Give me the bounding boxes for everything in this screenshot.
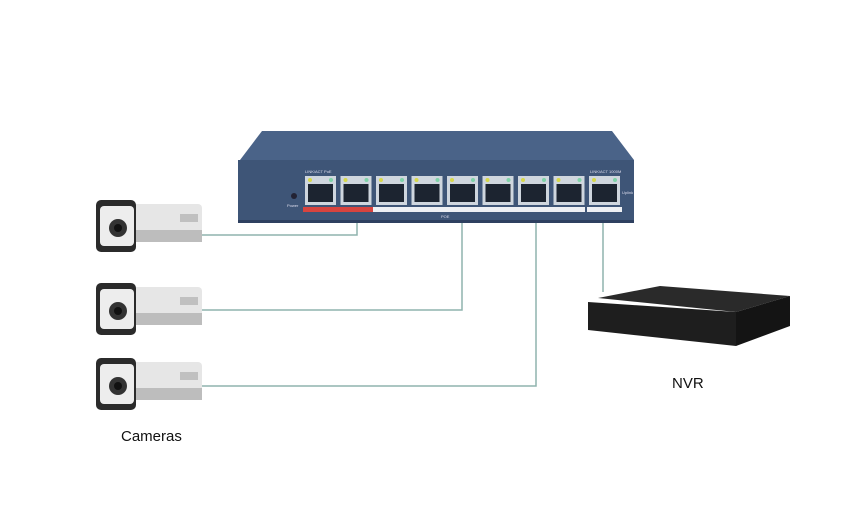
poe-label: POE (441, 214, 450, 219)
poe-led-icon (613, 178, 617, 182)
link-led-icon (308, 178, 312, 182)
poe-led-icon (400, 178, 404, 182)
link-led-icon (556, 178, 561, 182)
link-led-icon (343, 178, 348, 182)
uplink-label: Uplink (622, 190, 634, 195)
ethernet-port (376, 176, 407, 205)
ethernet-port (447, 176, 478, 205)
poe-led-icon (577, 178, 582, 182)
nvr-label: NVR (672, 375, 704, 392)
link-led-icon (592, 178, 596, 182)
poe-led-icon (364, 178, 369, 182)
link-act-1000m-label: LINK/ACT 1000M (590, 169, 622, 174)
poe-switch (238, 131, 634, 223)
poe-led-icon (435, 178, 440, 182)
poe-led-icon (506, 178, 511, 182)
link-led-icon (450, 178, 454, 182)
ethernet-port (340, 176, 372, 205)
poe-led-icon (329, 178, 333, 182)
cable-camera-2 (200, 205, 463, 311)
power-led-icon (291, 193, 297, 199)
camera-icon (96, 358, 202, 410)
cameras-label: Cameras (121, 428, 182, 445)
camera-icon (96, 200, 202, 252)
link-led-icon (379, 178, 383, 182)
ethernet-port (482, 176, 514, 205)
link-led-icon (414, 178, 419, 182)
poe-bar (303, 207, 373, 212)
ethernet-port (411, 176, 443, 205)
power-label: Power (287, 203, 299, 208)
link-led-icon (485, 178, 490, 182)
poe-led-icon (542, 178, 546, 182)
poe-led-icon (471, 178, 475, 182)
ethernet-port (305, 176, 336, 205)
nvr-device (588, 286, 790, 346)
ethernet-port (553, 176, 585, 205)
link-act-poe-label: LINK/ACT PoE (305, 169, 332, 174)
cable-camera-3 (200, 205, 537, 387)
ethernet-port (518, 176, 549, 205)
link-led-icon (521, 178, 525, 182)
ethernet-port (589, 176, 620, 205)
camera-icon (96, 283, 202, 335)
